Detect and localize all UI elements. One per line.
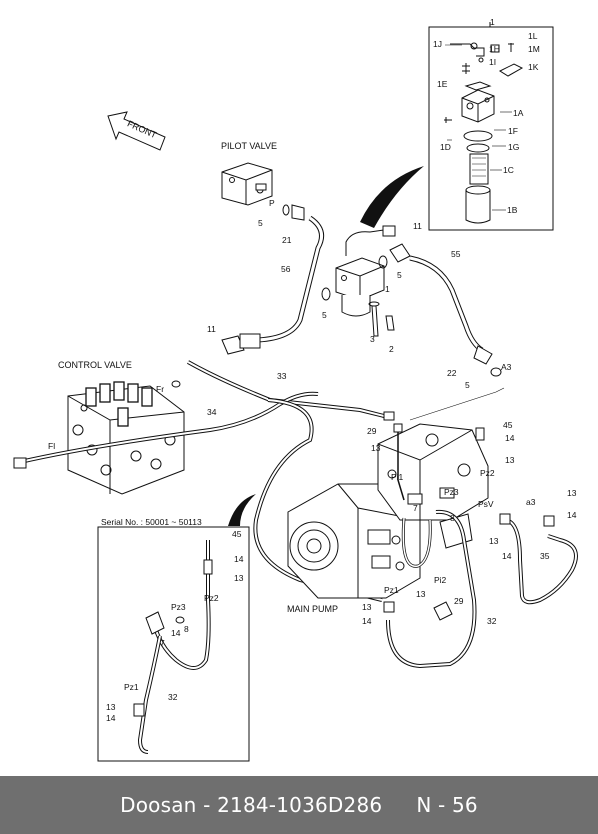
callout-55: 55 [451,249,461,259]
footer-separator: - [203,793,211,817]
callout-32a: 32 [487,616,497,626]
callout-34: 34 [207,407,217,417]
callout-11b: 11 [413,221,422,231]
footer-part-number: 2184-1036D286 [217,793,383,817]
callout-14c: 14 [502,551,512,561]
callout-14g: 14 [106,713,116,723]
callout-13b: 13 [505,455,515,465]
callout-7b: 7 [160,638,165,648]
callout-1M: 1M [528,44,540,54]
callout-Pz2a: Pz2 [480,468,495,478]
callout-1F: 1F [508,126,518,136]
callout-1K: 1K [528,62,539,72]
callout-29b: 29 [454,596,464,606]
callout-1L: 1L [528,31,538,41]
callout-5d: 5 [465,380,470,390]
callout-5a: 5 [258,218,263,228]
detail-box [428,26,554,231]
callout-13e: 13 [416,589,426,599]
callout-Pz3a: Pz3 [444,487,459,497]
callout-11a: 11 [207,324,216,334]
callout-5c: 5 [397,270,402,280]
callout-Pi2: Pi2 [434,575,447,585]
callout-P: P [269,198,275,208]
callout-1E: 1E [437,79,448,89]
callout-1C: 1C [503,165,514,175]
callout-Pi1: Pi1 [391,472,404,482]
callout-A3-upper: A3 [501,362,512,372]
callout-45b: 45 [232,529,242,539]
callout-13h: 13 [106,702,116,712]
callout-13d: 13 [567,488,577,498]
footer-page-ref: N - 56 [416,793,478,817]
footer-brand: Doosan [120,793,197,817]
callout-14b: 14 [567,510,577,520]
callout-8a: 8 [450,513,455,523]
callout-3: 3 [370,334,375,344]
callout-13f: 13 [362,602,372,612]
callout-7a: 7 [413,503,418,513]
callout-Pz2b: Pz2 [204,593,219,603]
callout-1B: 1B [507,205,518,215]
callout-21: 21 [282,235,292,245]
callout-Fr: Fr [156,384,164,394]
parts-diagram: FRONT PILOT VALVE CONTROL VALVE MAIN PUM… [13,17,578,762]
callout-Fl: Fl [48,441,55,451]
front-arrow [107,111,166,151]
serial-box [97,526,250,762]
control-valve-title: CONTROL VALVE [58,360,132,370]
callout-PsV: PsV [478,499,494,509]
callout-14d: 14 [362,616,372,626]
callout-1D: 1D [440,142,451,152]
callout-Pz3b: Pz3 [171,602,186,612]
callout-33: 33 [277,371,287,381]
callout-1G: 1G [508,142,519,152]
callout-Pz1a: Pz1 [384,585,399,595]
callout-14a: 14 [505,433,515,443]
pilot-valve-title: PILOT VALVE [221,141,277,151]
footer-bar: Doosan - 2184-1036D286 N - 56 [0,776,598,834]
callout-56: 56 [281,264,291,274]
main-pump-title: MAIN PUMP [287,604,338,614]
callout-1H: 1H [489,44,500,54]
callout-14e: 14 [234,554,244,564]
callout-8b: 8 [184,624,189,634]
callout-35: 35 [540,551,550,561]
callout-a3-lower: a3 [526,497,536,507]
callout-1: 1 [385,284,390,294]
callout-1-top: 1 [490,17,495,27]
callout-1I: 1I [489,57,496,67]
callout-Pz1b: Pz1 [124,682,139,692]
callout-13a: 13 [371,443,381,453]
callout-2: 2 [389,344,394,354]
serial-no-title: Serial No. : 50001 ~ 50113 [101,517,202,527]
callout-45a: 45 [503,420,513,430]
callout-13g: 13 [234,573,244,583]
callout-32b: 32 [168,692,178,702]
callout-29a: 29 [367,426,377,436]
callout-14f: 14 [171,628,181,638]
callout-22: 22 [447,368,457,378]
callout-1A: 1A [513,108,524,118]
callout-5b: 5 [322,310,327,320]
callout-1J: 1J [433,39,442,49]
callout-13c: 13 [489,536,499,546]
